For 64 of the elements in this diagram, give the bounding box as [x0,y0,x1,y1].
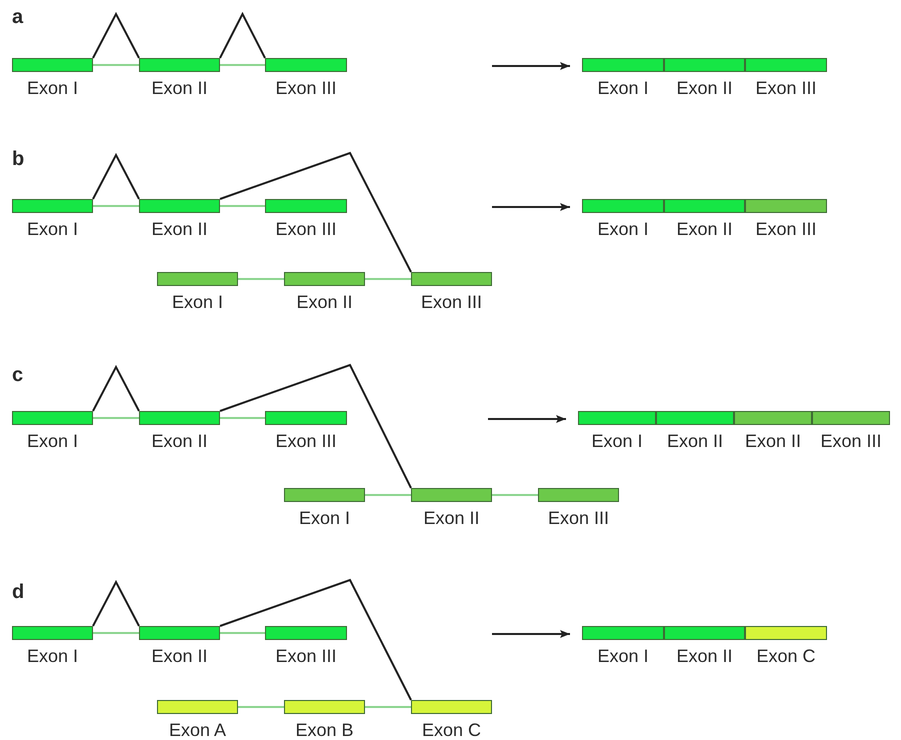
intron-line [492,494,538,496]
intron-line [238,278,284,280]
intron-line [93,205,139,207]
splice-line [92,364,140,412]
panel-letter: a [12,6,24,28]
arrow [492,630,570,638]
exon-label: Exon III [275,646,337,666]
exon-label: Exon II [676,78,733,98]
intron-line [220,632,265,634]
intron-line [220,64,265,66]
exon-label: Exon I [26,219,78,239]
exon-label: Exon I [172,292,224,312]
intron-line [365,706,411,708]
exon-label: Exon II [676,219,733,239]
exon-label: Exon II [676,646,733,666]
exon-label: Exon III [275,78,337,98]
panel-letter: c [12,364,24,386]
splice-line [219,12,266,58]
arrow [492,62,570,70]
intron-line [365,494,411,496]
exon-label: Exon C [756,646,816,666]
exon-label: Exon II [744,431,802,451]
exon-label: Exon A [168,720,226,740]
exon-label: Exon I [597,219,649,239]
exon-label: Exon I [597,646,649,666]
exon-label: Exon I [597,78,649,98]
exon-label: Exon II [151,646,208,666]
exon-label: Exon III [755,219,817,239]
arrow [492,203,570,211]
exon-label: Exon I [26,78,78,98]
exon-label: Exon III [755,78,817,98]
exon-label: Exon C [422,720,482,740]
intron-line [238,706,284,708]
exon-label: Exon III [548,508,610,528]
intron-line [220,417,265,419]
exon-label: Exon III [820,431,882,451]
exon-label: Exon I [298,508,350,528]
intron-line [93,64,139,66]
exon-label: Exon II [151,78,208,98]
exon-label: Exon III [275,431,337,451]
splice-line [220,152,412,272]
exon-label: Exon I [26,431,78,451]
splice-line [92,580,140,626]
panel-letter: b [12,148,24,170]
exon-label: Exon III [275,219,337,239]
splice-line [92,12,140,58]
splice-line [92,152,140,200]
exon-label: Exon III [420,292,482,312]
exon-label: Exon II [423,508,480,528]
arrow [488,415,566,423]
intron-line [93,632,139,634]
splice-line [220,578,412,700]
exon-label: Exon II [151,431,208,451]
exon-label: Exon I [26,646,78,666]
intron-line [93,417,139,419]
exon-label: Exon I [591,431,643,451]
splice-line [220,364,412,488]
exon-label: Exon II [666,431,724,451]
intron-line [365,278,411,280]
exon-label: Exon B [295,720,354,740]
exon-label: Exon II [151,219,208,239]
exon-label: Exon II [296,292,353,312]
panel-letter: d [12,581,24,603]
intron-line [220,205,265,207]
